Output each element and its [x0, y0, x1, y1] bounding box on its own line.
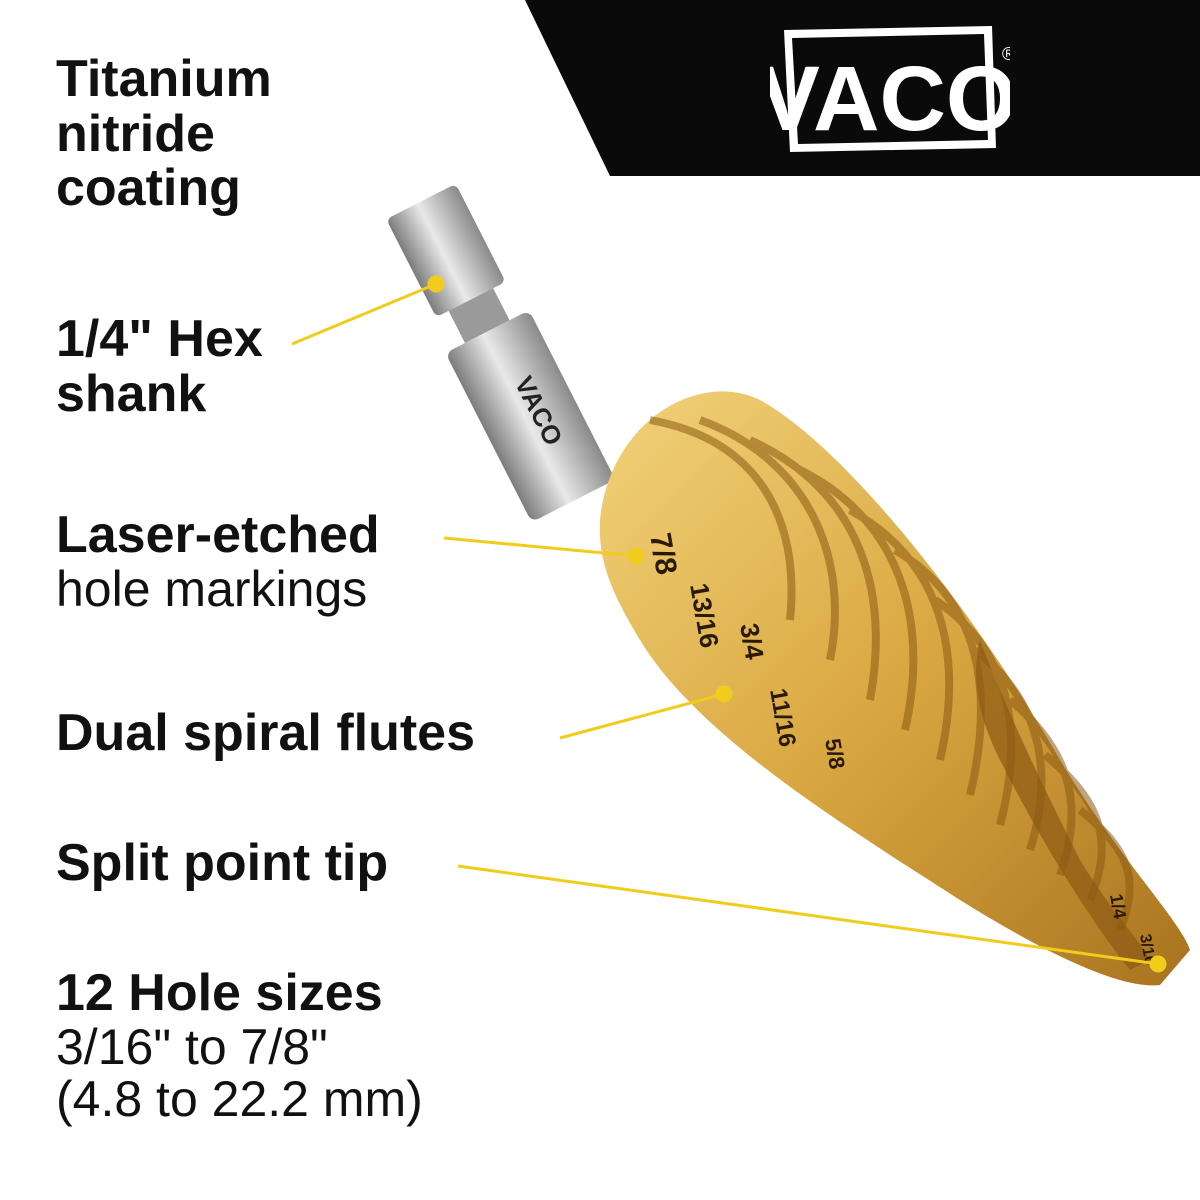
marking-7-8: 7/8 [643, 530, 683, 577]
brand-logo: VACO ® [770, 26, 1010, 152]
marking-3-4: 3/4 [734, 621, 770, 662]
feature-split-point: Split point tip [56, 836, 388, 891]
feature-laser-etched-title: Laser-etched [56, 506, 380, 564]
feature-dual-flutes-title: Dual spiral flutes [56, 704, 475, 762]
feature-dual-flutes: Dual spiral flutes [56, 706, 475, 761]
feature-hole-sizes: 12 Hole sizes 3/16" to 7/8" (4.8 to 22.2… [56, 966, 423, 1126]
feature-laser-etched: Laser-etched hole markings [56, 508, 380, 615]
feature-hex-shank: 1/4" Hex shank [56, 312, 263, 421]
feature-coating: Titanium nitride coating [56, 52, 272, 216]
hex-shank: VACO [388, 185, 613, 520]
brand-name: VACO [770, 48, 1010, 150]
feature-coating-title: Titanium nitride coating [56, 50, 272, 218]
drill-body: 7/8 13/16 3/4 11/16 5/8 1/4 3/16 [599, 391, 1190, 986]
feature-hole-sizes-title: 12 Hole sizes [56, 964, 383, 1022]
feature-laser-etched-subtitle: hole markings [56, 560, 368, 617]
feature-split-point-title: Split point tip [56, 834, 389, 892]
marking-1-4: 1/4 [1106, 892, 1130, 920]
feature-hex-shank-title: 1/4" Hex shank [56, 310, 263, 423]
registered-mark: ® [1002, 44, 1010, 64]
marking-5-8: 5/8 [820, 737, 850, 771]
feature-hole-sizes-subtitle: 3/16" to 7/8" (4.8 to 22.2 mm) [56, 1018, 423, 1128]
